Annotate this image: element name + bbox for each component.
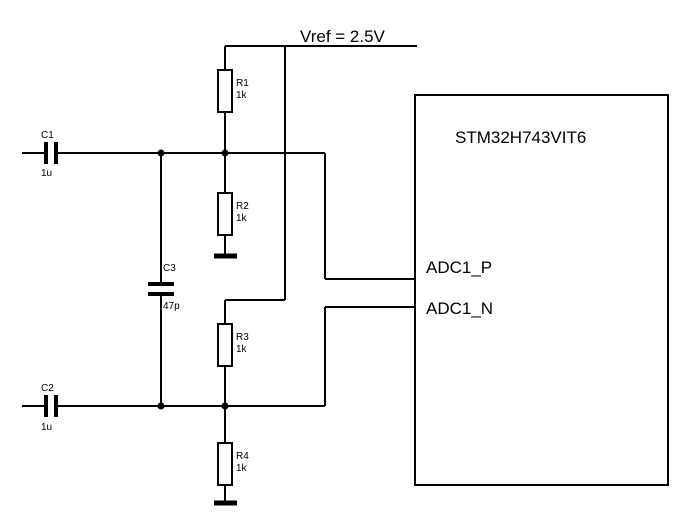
mcu-part-label: STM32H743VIT6 bbox=[455, 128, 586, 147]
c1-ref: C1 bbox=[41, 130, 54, 141]
r1-value: 1k bbox=[236, 90, 248, 101]
r2-value: 1k bbox=[236, 213, 248, 224]
c3-value: 47p bbox=[163, 301, 180, 312]
r4-value: 1k bbox=[236, 463, 248, 474]
c1-value: 1u bbox=[41, 168, 52, 179]
vref-label: Vref = 2.5V bbox=[300, 27, 386, 46]
capacitor-c1: C1 1u bbox=[22, 130, 80, 179]
mcu-block: STM32H743VIT6 ADC1_P ADC1_N bbox=[414, 94, 669, 486]
junction-dot bbox=[221, 149, 229, 157]
junction-dot bbox=[157, 402, 165, 410]
pin-adc1-n: ADC1_N bbox=[426, 299, 493, 318]
resistor-r3: R3 1k bbox=[217, 299, 285, 406]
resistor-r1: R1 1k bbox=[217, 69, 249, 153]
capacitor-c2: C2 1u bbox=[22, 383, 80, 433]
top-signal-net bbox=[80, 149, 415, 280]
bottom-signal-net bbox=[80, 306, 415, 410]
pin-adc1-p: ADC1_P bbox=[426, 258, 492, 277]
resistor-r4: R4 1k bbox=[214, 406, 249, 506]
capacitor-c3: C3 47p bbox=[148, 153, 180, 406]
r1-ref: R1 bbox=[236, 78, 249, 89]
c3-ref: C3 bbox=[163, 263, 176, 274]
r2-ref: R2 bbox=[236, 201, 249, 212]
r3-ref: R3 bbox=[236, 332, 249, 343]
r3-value: 1k bbox=[236, 344, 248, 355]
c2-ref: C2 bbox=[41, 383, 54, 394]
c2-value: 1u bbox=[41, 422, 52, 433]
resistor-r2: R2 1k bbox=[214, 153, 249, 259]
vref-rail: Vref = 2.5V bbox=[224, 27, 417, 300]
r4-ref: R4 bbox=[236, 451, 249, 462]
